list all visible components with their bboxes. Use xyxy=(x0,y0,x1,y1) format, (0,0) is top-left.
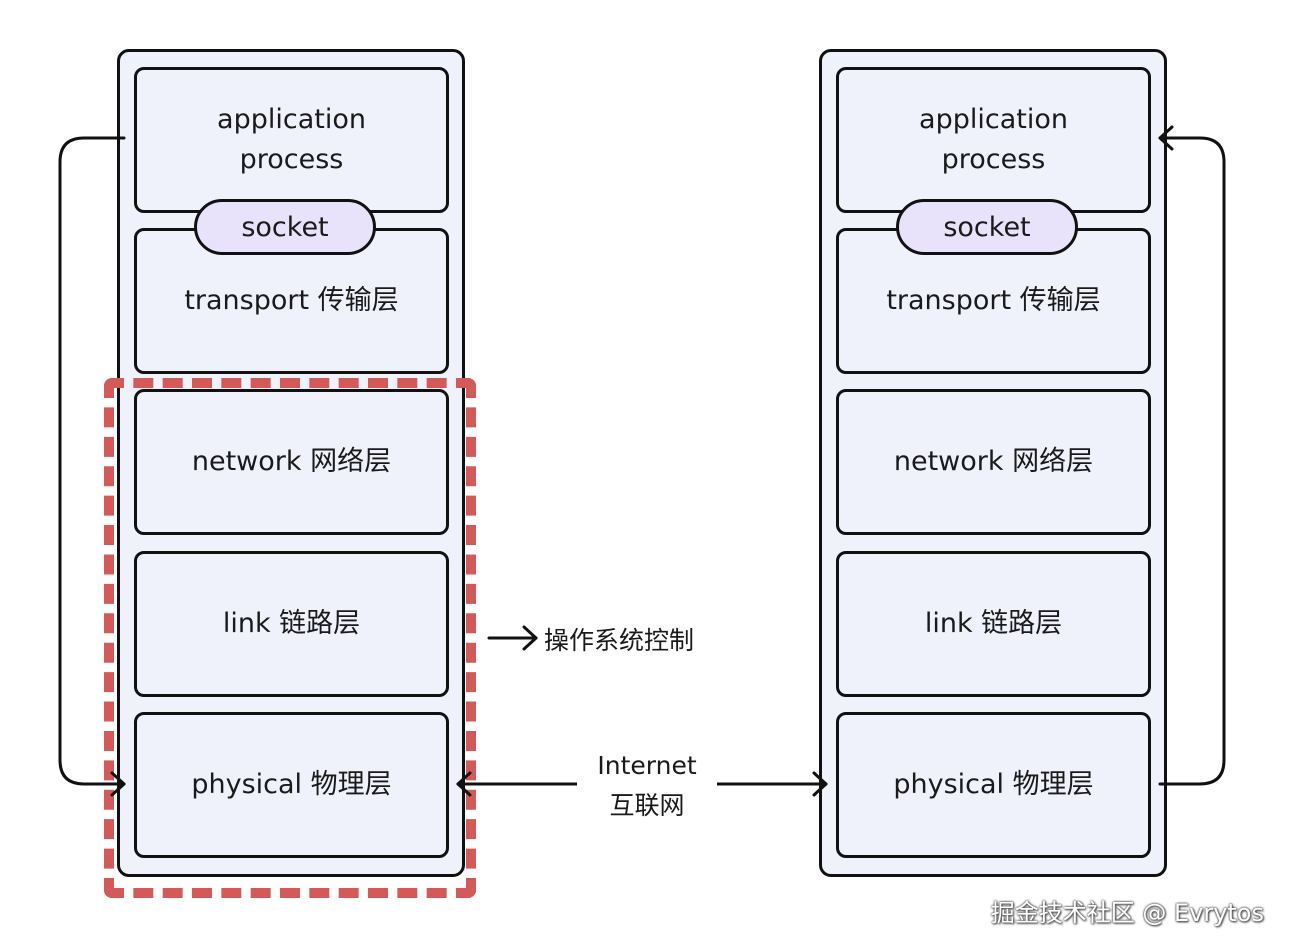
left-application-layer: application process xyxy=(134,67,449,213)
left-host-stack: application process socket transport 传输层… xyxy=(117,49,465,877)
internet-label: Internet 互联网 xyxy=(577,746,717,826)
right-physical-layer: physical 物理层 xyxy=(836,712,1151,858)
left-link-layer: link 链路层 xyxy=(134,551,449,697)
left-socket: socket xyxy=(194,199,376,255)
watermark: 掘金技术社区 @ Evrytos xyxy=(990,899,1264,927)
left-physical-layer: physical 物理层 xyxy=(134,712,449,858)
internet-arrowhead-left xyxy=(456,771,472,797)
os-control-arrowhead xyxy=(522,625,538,651)
right-socket: socket xyxy=(896,199,1078,255)
right-application-layer: application process xyxy=(836,67,1151,213)
right-loop-arrow xyxy=(1158,136,1226,786)
os-control-label: 操作系统控制 xyxy=(544,626,695,655)
left-loop-arrowhead xyxy=(110,771,126,797)
os-control-region xyxy=(104,378,476,898)
left-network-layer: network 网络层 xyxy=(134,389,449,535)
internet-arrowhead-right xyxy=(812,771,828,797)
right-loop-arrowhead xyxy=(1158,125,1174,151)
right-link-layer: link 链路层 xyxy=(836,551,1151,697)
right-network-layer: network 网络层 xyxy=(836,389,1151,535)
right-host-stack: application process socket transport 传输层… xyxy=(819,49,1167,877)
left-loop-arrow xyxy=(58,136,126,786)
